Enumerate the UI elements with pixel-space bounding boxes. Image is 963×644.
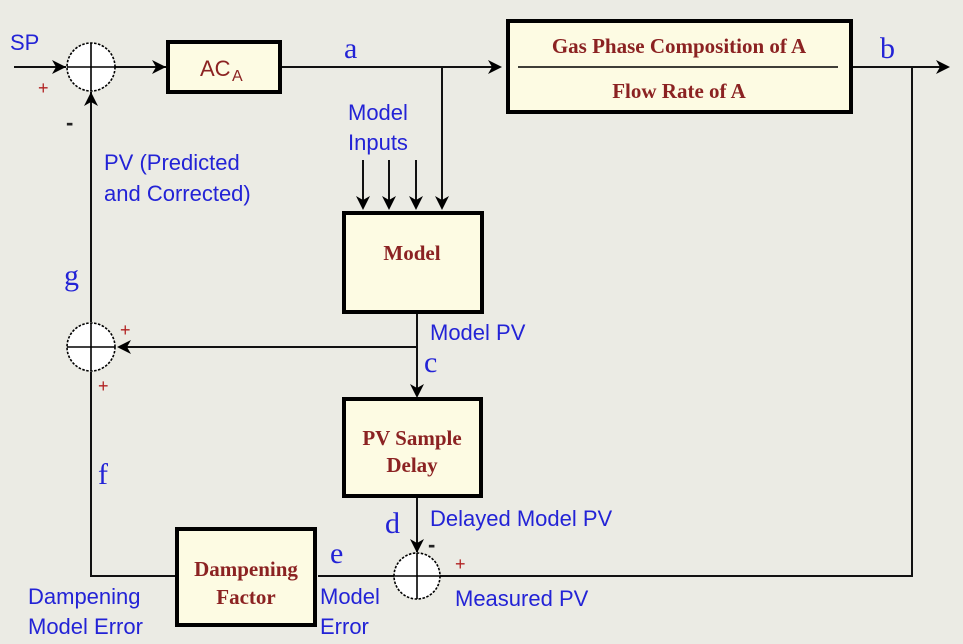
signal-g: g — [64, 259, 79, 292]
arrow-c-icon — [410, 384, 424, 398]
signal-b: b — [880, 32, 895, 65]
model-label: Model — [383, 241, 440, 265]
sign-plus-model-pv: + — [120, 320, 131, 340]
sign-plus-sp: + — [38, 78, 49, 98]
signal-c: c — [424, 346, 437, 379]
arrow-process-icon — [488, 60, 502, 74]
sp-label: SP — [10, 30, 39, 55]
dampening-error-label-line1: Dampening — [28, 584, 141, 609]
model-block[interactable]: Model — [342, 211, 484, 314]
process-denominator: Flow Rate of A — [612, 79, 746, 103]
delay-block[interactable]: PV Sample Delay — [342, 397, 483, 498]
arrow-g-icon — [84, 92, 98, 106]
wire-measured-pv — [440, 67, 913, 577]
arrow-input1-icon — [356, 196, 370, 210]
delay-label-line1: PV Sample — [362, 426, 461, 450]
summer-bottom — [393, 552, 441, 600]
summer-top — [66, 42, 116, 92]
sign-minus-d: - — [428, 532, 435, 557]
wire-f — [90, 372, 176, 577]
arrow-ac-icon — [152, 60, 166, 74]
dampening-label-line1: Dampening — [194, 557, 298, 581]
arrow-sp-icon — [52, 60, 66, 74]
model-pv-label: Model PV — [430, 320, 526, 345]
pv-predicted-label-line1: PV (Predicted — [104, 150, 240, 175]
controller-subscript: A — [232, 68, 243, 85]
dampening-error-label-line2: Model Error — [28, 614, 143, 639]
model-inputs-label-line2: Inputs — [348, 130, 408, 155]
signal-a: a — [344, 32, 357, 65]
sign-minus-g: - — [66, 110, 73, 135]
arrow-output-icon — [936, 60, 950, 74]
summer-middle — [66, 322, 116, 372]
delay-label-line2: Delay — [386, 453, 438, 477]
controller-block[interactable]: AC A — [166, 40, 282, 94]
signal-f: f — [98, 458, 108, 491]
wires — [14, 66, 940, 577]
arrow-a-model-icon — [435, 196, 449, 210]
delayed-model-pv-label: Delayed Model PV — [430, 506, 613, 531]
measured-pv-label: Measured PV — [455, 586, 589, 611]
process-numerator: Gas Phase Composition of A — [552, 34, 807, 58]
arrow-input3-icon — [409, 196, 423, 210]
arrow-d-icon — [410, 539, 424, 553]
dampening-label-line2: Factor — [216, 585, 275, 609]
signal-d: d — [385, 507, 400, 540]
model-error-label-line2: Error — [320, 614, 369, 639]
sign-plus-f: + — [98, 376, 109, 396]
arrow-input2-icon — [382, 196, 396, 210]
model-error-label-line1: Model — [320, 584, 380, 609]
signal-e: e — [330, 537, 343, 570]
model-inputs-label-line1: Model — [348, 100, 408, 125]
arrowheads — [52, 60, 950, 553]
process-block[interactable]: Gas Phase Composition of A Flow Rate of … — [506, 19, 853, 114]
pv-predicted-label-line2: and Corrected) — [104, 181, 251, 206]
controller-label: AC — [200, 56, 231, 81]
dampening-block[interactable]: Dampening Factor — [175, 527, 317, 627]
arrow-model-pv-icon — [117, 340, 131, 354]
sign-plus-measured: + — [455, 554, 466, 574]
